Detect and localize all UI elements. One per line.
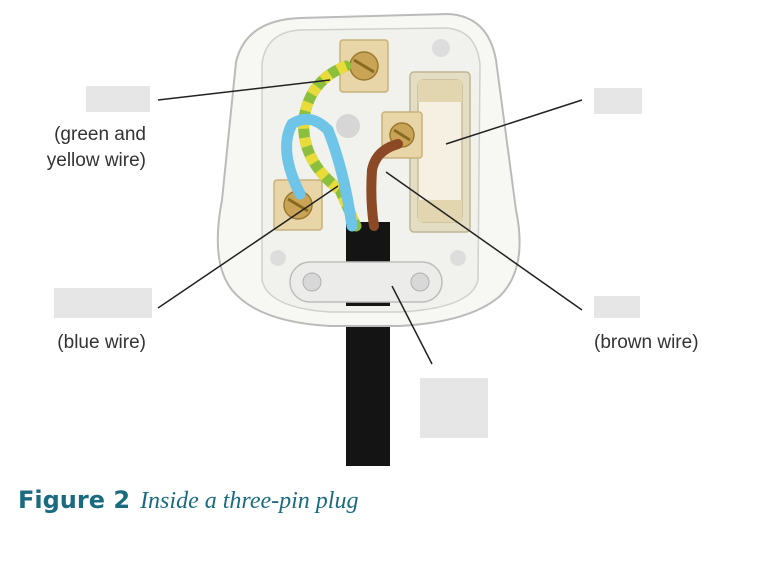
neutral-wire bbox=[281, 113, 358, 232]
live-wire-label: (brown wire) bbox=[594, 332, 699, 353]
figure-caption: Figure 2 Inside a three-pin plug bbox=[18, 486, 358, 515]
casing-hole-centre bbox=[336, 114, 360, 138]
cable-grip-screw-left-icon bbox=[302, 272, 322, 292]
neutral-wire-label: (blue wire) bbox=[57, 332, 146, 353]
figure-number: Figure 2 bbox=[18, 486, 131, 514]
leader-earth bbox=[157, 79, 331, 101]
leader-neutral bbox=[157, 185, 339, 309]
leader-cable-grip bbox=[391, 285, 433, 365]
cable-grip bbox=[289, 261, 443, 303]
live-wire bbox=[366, 139, 403, 231]
leader-live bbox=[385, 171, 583, 311]
leader-fuse bbox=[445, 99, 583, 145]
casing-hole-top bbox=[432, 39, 450, 57]
blank-earth-label[interactable] bbox=[86, 86, 150, 112]
cable-grip-screw-right-icon bbox=[410, 272, 430, 292]
earth-wire-label-line1: (green and bbox=[54, 124, 146, 145]
blank-live-label[interactable] bbox=[594, 296, 640, 318]
blank-fuse-label[interactable] bbox=[594, 88, 642, 114]
earth-wire-label-line2: yellow wire) bbox=[46, 150, 146, 171]
mains-cable-outside bbox=[346, 300, 390, 466]
blank-neutral-label[interactable] bbox=[54, 288, 152, 318]
plug-diagram bbox=[157, 12, 583, 466]
figure-title: Inside a three-pin plug bbox=[140, 488, 359, 514]
casing-hole-left bbox=[270, 250, 286, 266]
earth-wire-label: (green and yellow wire) bbox=[16, 122, 146, 174]
casing-hole-right bbox=[450, 250, 466, 266]
blank-cable-grip-label[interactable] bbox=[420, 378, 488, 438]
